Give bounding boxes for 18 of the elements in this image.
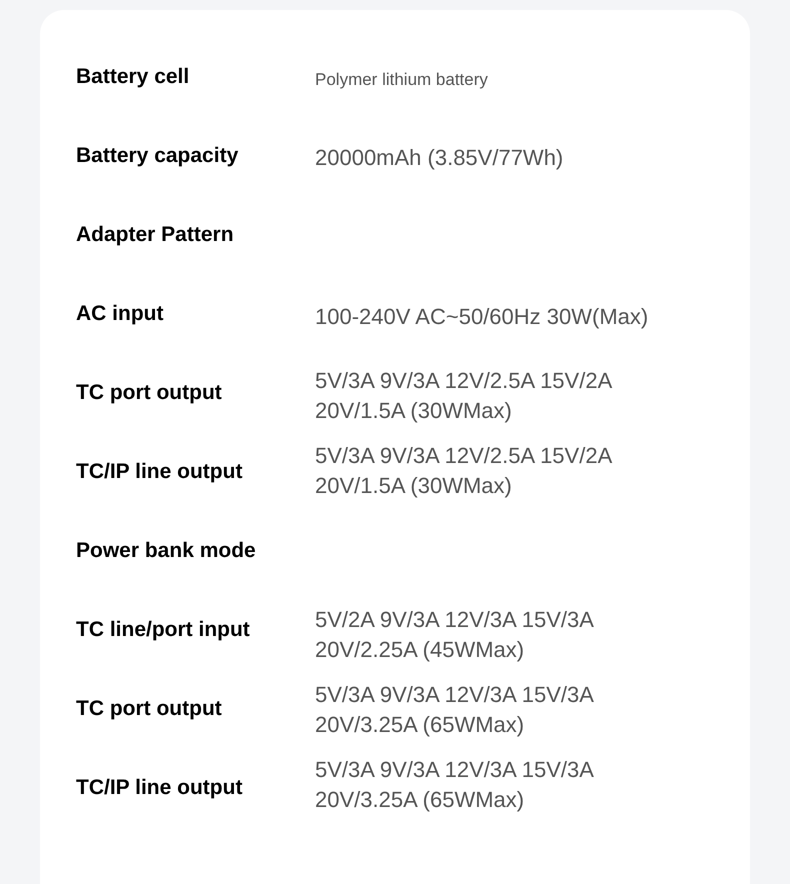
spec-name: TC/IP line output	[76, 460, 242, 484]
spec-name: TC line/port input	[76, 618, 250, 642]
spec-value: 100-240V AC~50/60Hz 30W(Max)	[315, 303, 650, 331]
spec-name: TC port output	[76, 697, 222, 721]
spec-name: Battery capacity	[76, 144, 238, 168]
spec-value: 5V/3A 9V/3A 12V/3A 15V/3A 20V/3.25A (65WMax)	[315, 756, 594, 814]
spec-value: 20000mAh (3.85V/77Wh)	[315, 144, 564, 172]
spec-name: Power bank mode	[76, 539, 256, 563]
spec-name: Adapter Pattern	[76, 223, 234, 247]
spec-name: AC input	[76, 302, 164, 326]
spec-name: Battery cell	[76, 65, 190, 89]
spec-name: TC port output	[76, 381, 222, 405]
spec-value: 5V/2A 9V/3A 12V/3A 15V/3A 20V/2.25A (45WMax)	[315, 606, 594, 664]
spec-value: Polymer lithium battery	[315, 69, 489, 91]
spec-value: 5V/3A 9V/3A 12V/2.5A 15V/2A 20V/1.5A (30WMax)	[315, 442, 613, 500]
spec-value: 5V/3A 9V/3A 12V/3A 15V/3A 20V/3.25A (65WMax)	[315, 681, 594, 739]
spec-value: 5V/3A 9V/3A 12V/2.5A 15V/2A 20V/1.5A (30WMax)	[315, 367, 613, 425]
spec-name: TC/IP line output	[76, 776, 242, 800]
